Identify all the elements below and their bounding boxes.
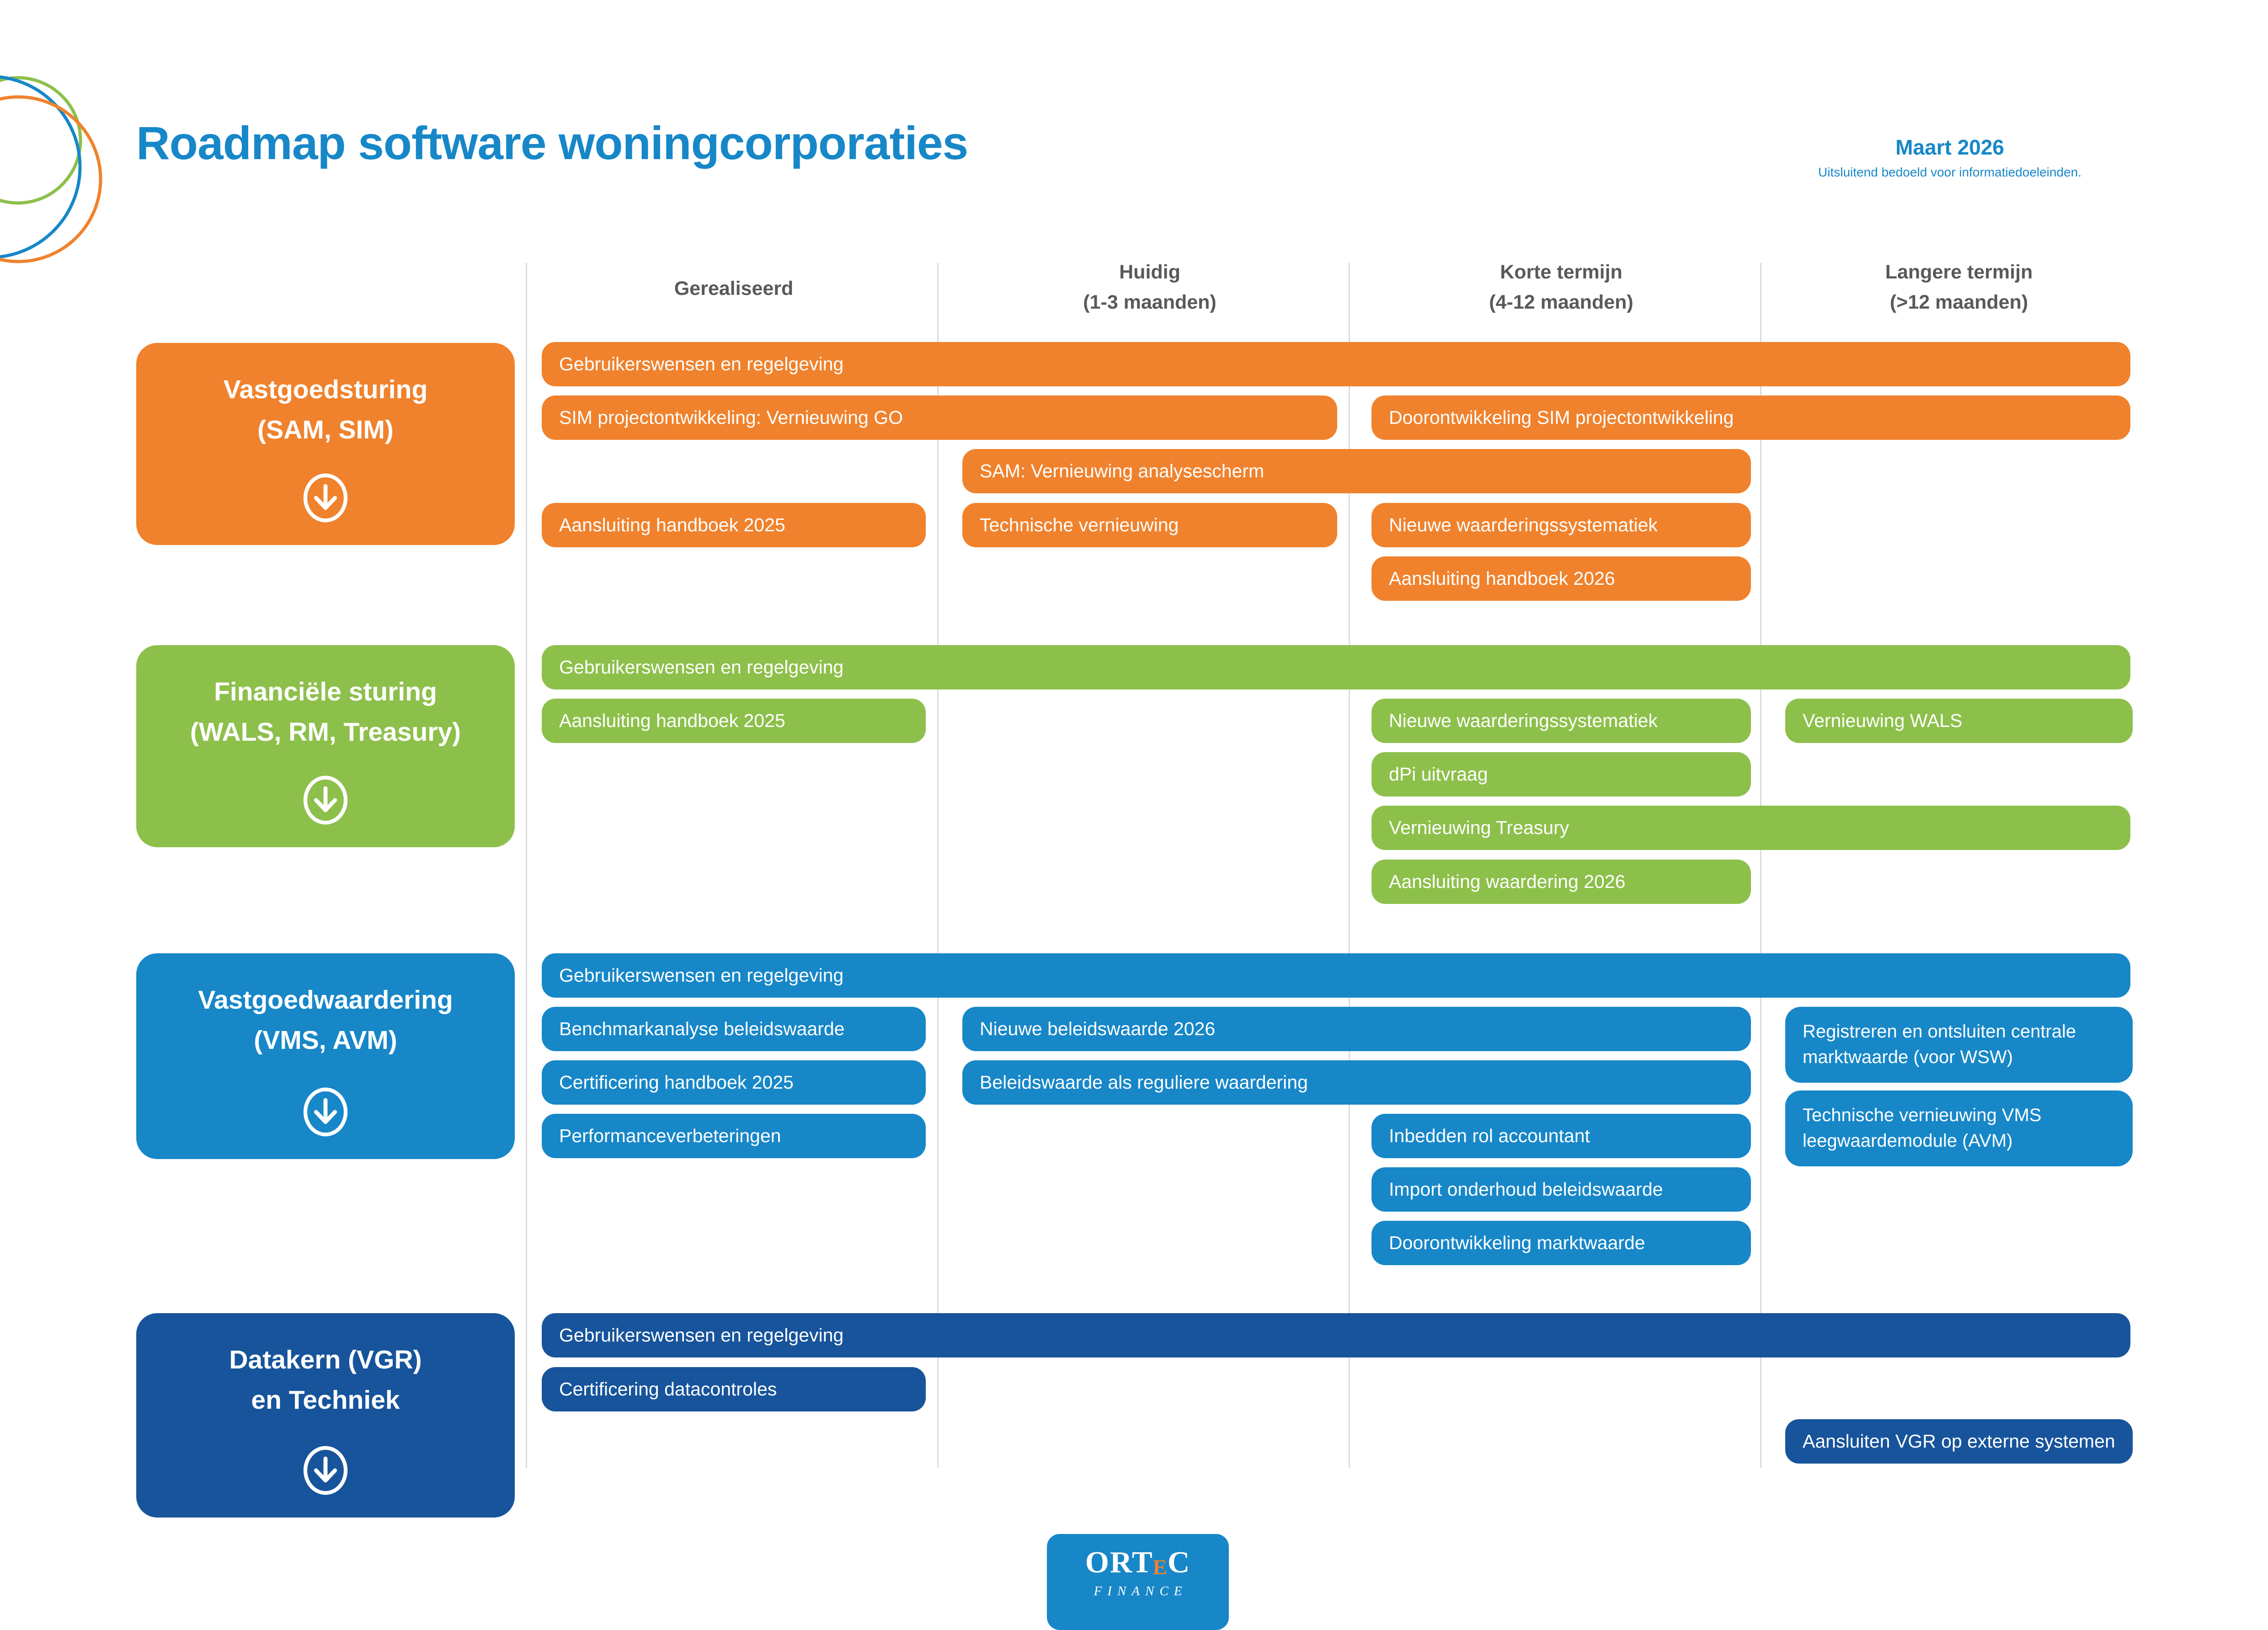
bar-gebruikerswensen-en-regelgeving: Gebruikerswensen en regelgeving: [542, 1313, 2130, 1357]
column-header-label: Gerealiseerd: [674, 278, 794, 299]
row-subtitle: (VMS, AVM): [254, 1026, 397, 1055]
bar-sim-projectontwikkeling-vernieuwing-go: SIM projectontwikkeling: Vernieuwing GO: [542, 395, 1337, 440]
row-label-datakern-techniek: Datakern (VGR) en Techniek: [136, 1313, 515, 1518]
bar-aansluiting-handboek-2025: Aansluiting handboek 2025: [542, 503, 926, 547]
column-header-huidig: Huidig (1-3 maanden): [962, 257, 1337, 317]
column-divider: [1349, 263, 1350, 1468]
bar-gebruikerswensen-en-regelgeving: Gebruikerswensen en regelgeving: [542, 342, 2130, 386]
ortec-wordmark: ORTEC: [1085, 1545, 1191, 1580]
column-header-sublabel: (4-12 maanden): [1489, 291, 1633, 313]
download-arrow-icon[interactable]: [299, 774, 352, 826]
download-arrow-icon[interactable]: [299, 1086, 352, 1138]
download-arrow-icon[interactable]: [299, 472, 352, 524]
bar-import-onderhoud-beleidswaarde: Import onderhoud beleidswaarde: [1371, 1167, 1751, 1212]
column-header-label: Korte termijn: [1500, 261, 1622, 283]
row-subtitle: (SAM, SIM): [257, 415, 394, 444]
bar-aansluiting-handboek-2026: Aansluiting handboek 2026: [1371, 556, 1751, 601]
bar-nieuwe-beleidswaarde-2026: Nieuwe beleidswaarde 2026: [962, 1007, 1751, 1051]
column-header-sublabel: (1-3 maanden): [1083, 291, 1217, 313]
column-divider: [1760, 263, 1761, 1468]
row-subtitle: en Techniek: [251, 1385, 400, 1415]
row-title: Datakern (VGR): [229, 1345, 422, 1374]
ortec-finance-logo: ORTEC FINANCE: [1047, 1534, 1229, 1630]
column-header-sublabel: (>12 maanden): [1889, 291, 2028, 313]
column-header-langere-termijn: Langere termijn (>12 maanden): [1785, 257, 2133, 317]
bar-inbedden-rol-accountant: Inbedden rol accountant: [1371, 1114, 1751, 1158]
ortec-orange-e: E: [1153, 1555, 1168, 1580]
bar-nieuwe-waarderingssystematiek: Nieuwe waarderingssystematiek: [1371, 503, 1751, 547]
finance-wordmark: FINANCE: [1094, 1584, 1188, 1598]
bar-aansluiting-waardering-2026: Aansluiting waardering 2026: [1371, 860, 1751, 904]
bar-dpi-uitvraag: dPi uitvraag: [1371, 752, 1751, 796]
row-subtitle: (WALS, RM, Treasury): [190, 717, 461, 747]
bar-certificering-handboek-2025: Certificering handboek 2025: [542, 1060, 926, 1105]
bar-gebruikerswensen-en-regelgeving: Gebruikerswensen en regelgeving: [542, 645, 2130, 689]
row-title: Vastgoedwaardering: [198, 985, 453, 1015]
row-title: Vastgoedsturing: [223, 375, 428, 404]
bar-gebruikerswensen-en-regelgeving: Gebruikerswensen en regelgeving: [542, 953, 2130, 998]
row-title: Financiële sturing: [214, 677, 437, 706]
bar-registreren-ontsluiten-centrale-marktwaarde: Registreren en ontsluiten centrale markt…: [1785, 1007, 2133, 1083]
bar-beleidswaarde-als-reguliere-waardering: Beleidswaarde als reguliere waardering: [962, 1060, 1751, 1105]
bar-certificering-datacontroles: Certificering datacontroles: [542, 1367, 926, 1411]
bar-performanceverbeteringen: Performanceverbeteringen: [542, 1114, 926, 1158]
column-divider: [526, 263, 527, 1468]
decorative-rings: [0, 75, 102, 263]
row-label-vastgoedwaardering: Vastgoedwaardering (VMS, AVM): [136, 953, 515, 1159]
column-divider: [937, 263, 939, 1468]
bar-vernieuwing-treasury: Vernieuwing Treasury: [1371, 806, 2130, 850]
bar-doorontwikkeling-marktwaarde: Doorontwikkeling marktwaarde: [1371, 1221, 1751, 1265]
row-label-financiele-sturing: Financiële sturing (WALS, RM, Treasury): [136, 645, 515, 847]
disclaimer-text: Uitsluitend bedoeld voor informatiedoele…: [1818, 165, 2081, 179]
bar-aansluiten-vgr-op-externe-systemen: Aansluiten VGR op externe systemen: [1785, 1419, 2133, 1464]
bar-doorontwikkeling-sim-projectontwikkeling: Doorontwikkeling SIM projectontwikkeling: [1371, 395, 2130, 440]
date-label: Maart 2026: [1895, 135, 2004, 159]
column-header-gerealiseerd: Gerealiseerd: [542, 273, 926, 304]
bar-technische-vernieuwing-vms-leegwaardemodule: Technische vernieuwing VMS leegwaardemod…: [1785, 1090, 2133, 1166]
column-header-label: Langere termijn: [1885, 261, 2033, 283]
row-label-vastgoedsturing: Vastgoedsturing (SAM, SIM): [136, 343, 515, 545]
bar-vernieuwing-wals: Vernieuwing WALS: [1785, 699, 2133, 743]
bar-aansluiting-handboek-2025: Aansluiting handboek 2025: [542, 699, 926, 743]
download-arrow-icon[interactable]: [299, 1444, 352, 1496]
bar-technische-vernieuwing: Technische vernieuwing: [962, 503, 1337, 547]
bar-sam-vernieuwing-analysescherm: SAM: Vernieuwing analysescherm: [962, 449, 1751, 493]
bar-benchmarkanalyse-beleidswaarde: Benchmarkanalyse beleidswaarde: [542, 1007, 926, 1051]
page-title: Roadmap software woningcorporaties: [136, 117, 968, 169]
column-header-korte-termijn: Korte termijn (4-12 maanden): [1371, 257, 1751, 317]
bar-nieuwe-waarderingssystematiek: Nieuwe waarderingssystematiek: [1371, 699, 1751, 743]
column-header-label: Huidig: [1119, 261, 1180, 283]
header-meta: Maart 2026 Uitsluitend bedoeld voor info…: [1751, 135, 2149, 180]
